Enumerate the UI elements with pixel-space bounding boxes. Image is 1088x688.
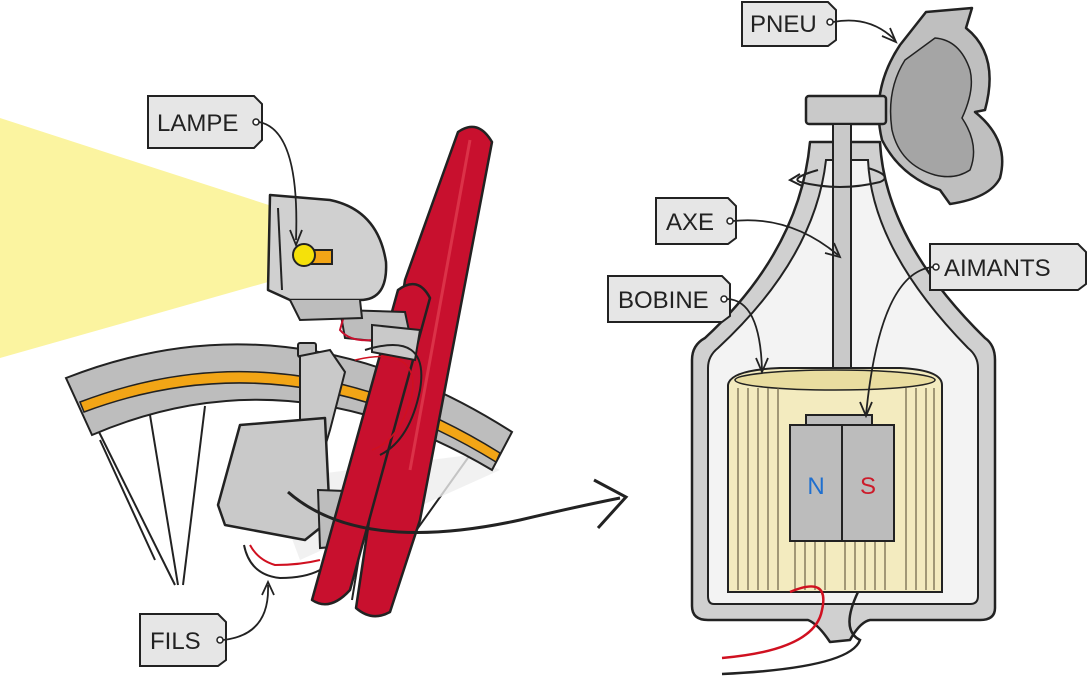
magnets: N S (789, 414, 895, 542)
light-beam (0, 118, 278, 358)
magnet-north (789, 424, 843, 542)
zoom-arrow (287, 478, 629, 534)
label-aimants-text: AIMANTS (944, 255, 1051, 282)
label-pneu: PNEU (741, 1, 898, 47)
north-pole-label: N (807, 473, 824, 500)
axle (787, 94, 888, 427)
label-lampe: LAMPE (147, 95, 303, 248)
label-lampe-text: LAMPE (157, 110, 238, 137)
label-axe-text: AXE (666, 209, 714, 236)
magnet-south (841, 424, 895, 542)
label-bobine-text: BOBINE (618, 287, 709, 314)
label-fils: FILS (139, 579, 275, 667)
label-fils-text: FILS (150, 628, 201, 655)
label-bobine: BOBINE (607, 275, 769, 375)
bike-fork (310, 125, 494, 618)
label-axe: AXE (655, 197, 842, 259)
lamp (266, 193, 388, 322)
label-pneu-text: PNEU (750, 11, 817, 38)
lamp-bulb (292, 243, 316, 267)
output-wires (721, 585, 862, 676)
label-aimants: AIMANTS (859, 243, 1087, 419)
south-pole-label: S (860, 473, 876, 500)
tyre-section (877, 6, 1004, 206)
dynamo-wires (243, 344, 423, 580)
